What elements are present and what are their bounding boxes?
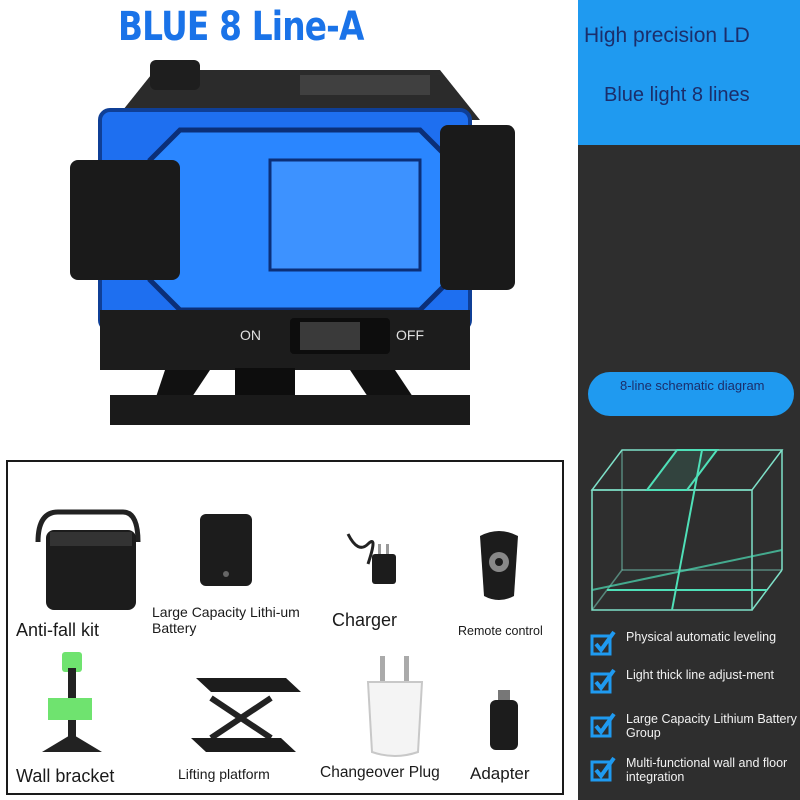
checkbox-checked-icon: [590, 668, 616, 694]
accessory-label: Charger: [332, 610, 398, 630]
schematic-label: 8-line schematic diagram: [588, 372, 794, 416]
feature-item: Physical automatic leveling: [590, 628, 800, 668]
plug-icon: [366, 656, 424, 757]
feature-text: Large Capacity Lithium Battery Group: [626, 712, 797, 740]
accessory-label: Lifting platform: [178, 766, 270, 782]
checkbox-checked-icon: [590, 630, 616, 656]
feature-text: Light thick line adjust-ment: [626, 668, 774, 682]
accessory-label: Large Capacity Lithi-um Battery: [152, 604, 300, 636]
accessory-label: Wall bracket: [16, 766, 115, 786]
switch-off-label: OFF: [396, 327, 424, 343]
switch-on-label: ON: [240, 327, 261, 343]
feature-item: Light thick line adjust-ment: [590, 666, 800, 706]
adapter-icon: [490, 690, 518, 750]
remote-control-icon: [480, 531, 518, 600]
accessory-label: Anti-fall kit: [16, 620, 100, 640]
laser-level-product-image: ON OFF: [70, 60, 515, 425]
checkbox-checked-icon: [590, 712, 616, 738]
schematic-cube-diagram: [590, 449, 784, 611]
accessory-label: Adapter: [470, 764, 530, 783]
feature-text: Physical automatic leveling: [626, 630, 777, 644]
accessory-label: Changeover Plug: [320, 764, 440, 781]
bag-icon: [35, 509, 141, 610]
spec-line-1: High precision LD: [584, 24, 750, 47]
accessories-box: Anti-fall kit Large Capacity Lithi-um Ba…: [6, 460, 564, 795]
wall-bracket-icon: [42, 652, 102, 752]
lifting-platform-icon: [191, 678, 301, 752]
charger-icon: [346, 533, 396, 584]
product-title: BLUE 8 Line-A: [118, 4, 364, 50]
accessory-label: Remote control: [458, 624, 543, 638]
spec-header: High precision LD Blue light 8 lines: [578, 0, 800, 145]
checkbox-checked-icon: [590, 756, 616, 782]
spec-line-2: Blue light 8 lines: [604, 84, 750, 106]
feature-item: Multi-functional wall and floor integrat…: [590, 754, 800, 794]
feature-item: Large Capacity Lithium Battery Group: [590, 710, 800, 750]
feature-text: Multi-functional wall and floor integrat…: [626, 756, 788, 784]
battery-icon: [200, 514, 252, 586]
